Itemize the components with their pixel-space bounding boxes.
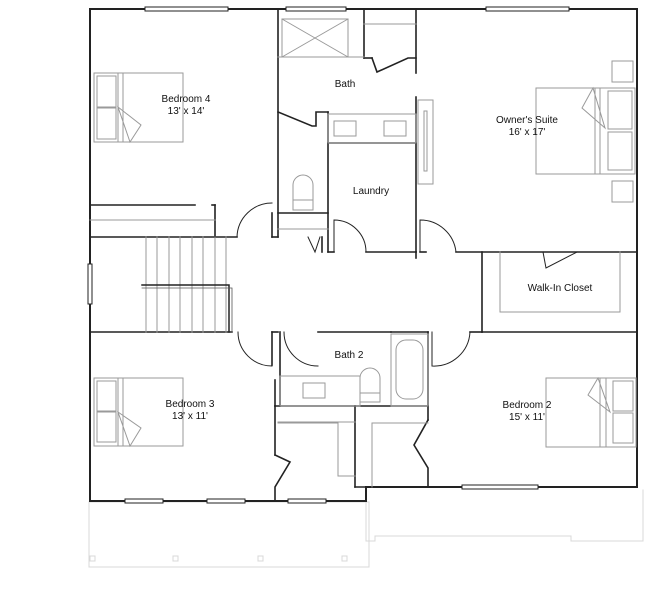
exterior-walls — [89, 8, 638, 502]
room-label-bath: Bath — [335, 79, 356, 91]
stair-railing — [141, 284, 233, 333]
interior-walls — [89, 8, 638, 502]
room-name: Bedroom 4 — [161, 94, 211, 105]
room-size: 13' x 11' — [172, 411, 208, 422]
room-label-bedroom-3: Bedroom 3 13' x 11' — [166, 399, 215, 423]
room-label-owners-suite: Owner's Suite 16' x 17' — [496, 115, 558, 139]
room-label-walk-in-closet: Walk-In Closet — [528, 283, 593, 295]
fixtures — [93, 18, 637, 488]
room-label-bath-2: Bath 2 — [335, 350, 364, 362]
room-name: Owner's Suite — [496, 115, 558, 126]
room-name: Bath — [334, 79, 356, 90]
room-size: 16' x 17' — [508, 127, 546, 138]
room-label-bedroom-4: Bedroom 4 13' x 14' — [162, 94, 211, 118]
room-name: Bedroom 3 — [165, 399, 215, 410]
room-name: Bath 2 — [334, 350, 364, 361]
door-swings — [236, 202, 578, 367]
room-name: Bedroom 2 — [502, 400, 552, 411]
room-name: Walk-In Closet — [527, 283, 593, 294]
room-label-bedroom-2: Bedroom 2 15' x 11' — [503, 400, 552, 424]
room-size: 13' x 14' — [167, 106, 205, 117]
windows — [87, 6, 570, 504]
room-name: Laundry — [352, 186, 390, 197]
room-label-laundry: Laundry — [353, 186, 389, 198]
room-size: 15' x 11' — [509, 412, 545, 423]
